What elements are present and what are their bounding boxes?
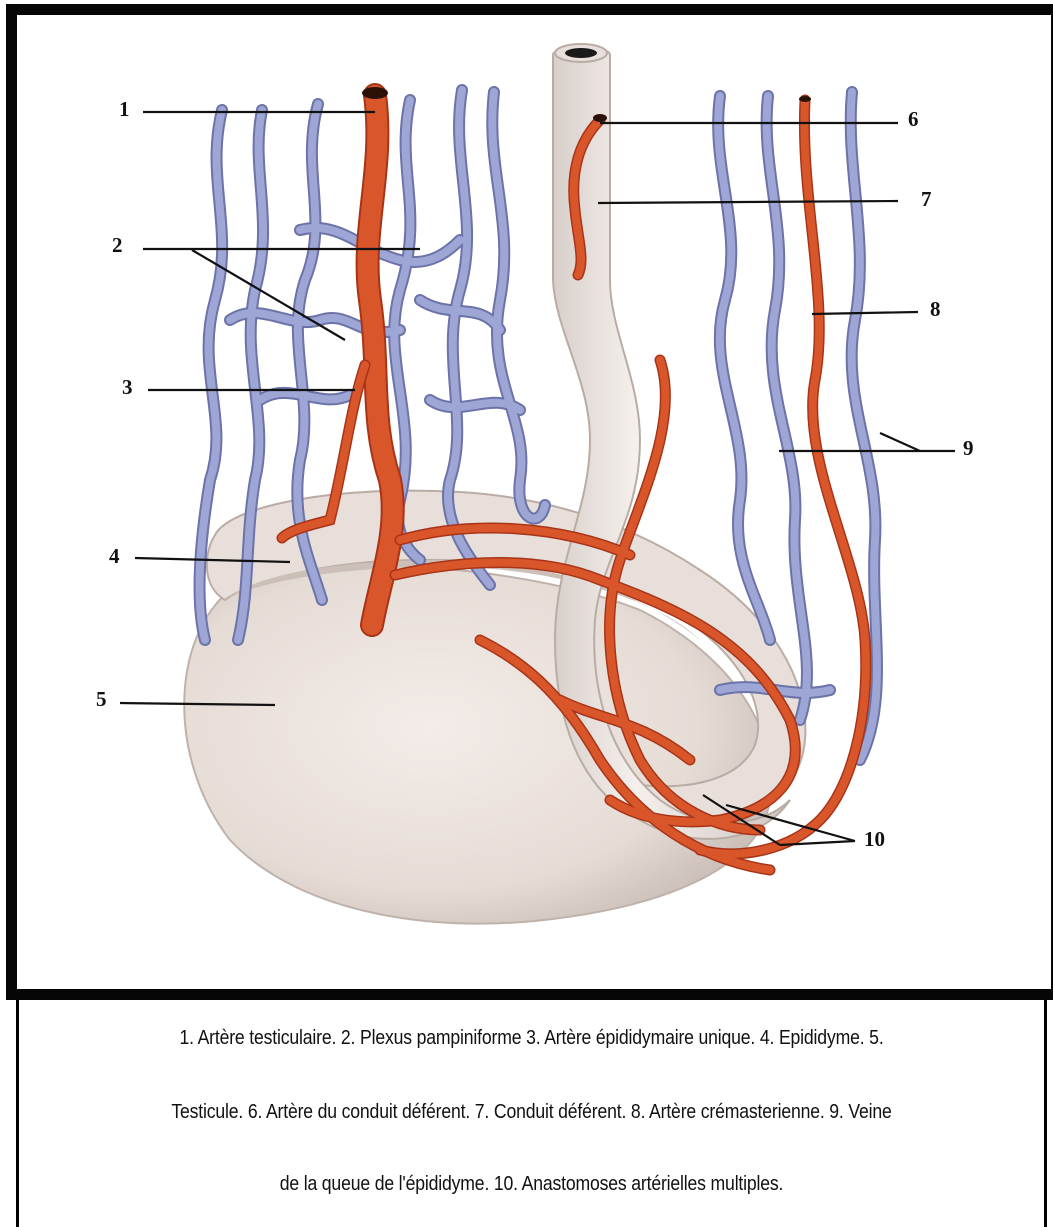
testicular-artery-opening: [362, 87, 388, 99]
label-9: 9: [963, 436, 974, 460]
caption-box: 1. Artère testiculaire. 2. Plexus pampin…: [16, 1000, 1047, 1227]
label-7: 7: [921, 187, 932, 211]
label-3: 3: [122, 375, 133, 399]
label-8: 8: [930, 297, 941, 321]
caption-line-1: 1. Artère testiculaire. 2. Plexus pampin…: [91, 1026, 973, 1050]
caption-line-3: de la queue de l'épididyme. 10. Anastomo…: [91, 1172, 973, 1196]
label-10: 10: [864, 827, 885, 851]
label-5: 5: [96, 687, 107, 711]
label-6: 6: [908, 107, 919, 131]
label-2: 2: [112, 233, 123, 257]
vas-deferens-lumen: [565, 48, 597, 58]
label-4: 4: [109, 544, 120, 568]
caption-line-2: Testicule. 6. Artère du conduit déférent…: [91, 1100, 973, 1124]
anatomical-illustration: 1 2 3 4 5 6 7 8 9 10: [0, 0, 1053, 1000]
label-1: 1: [119, 97, 130, 121]
